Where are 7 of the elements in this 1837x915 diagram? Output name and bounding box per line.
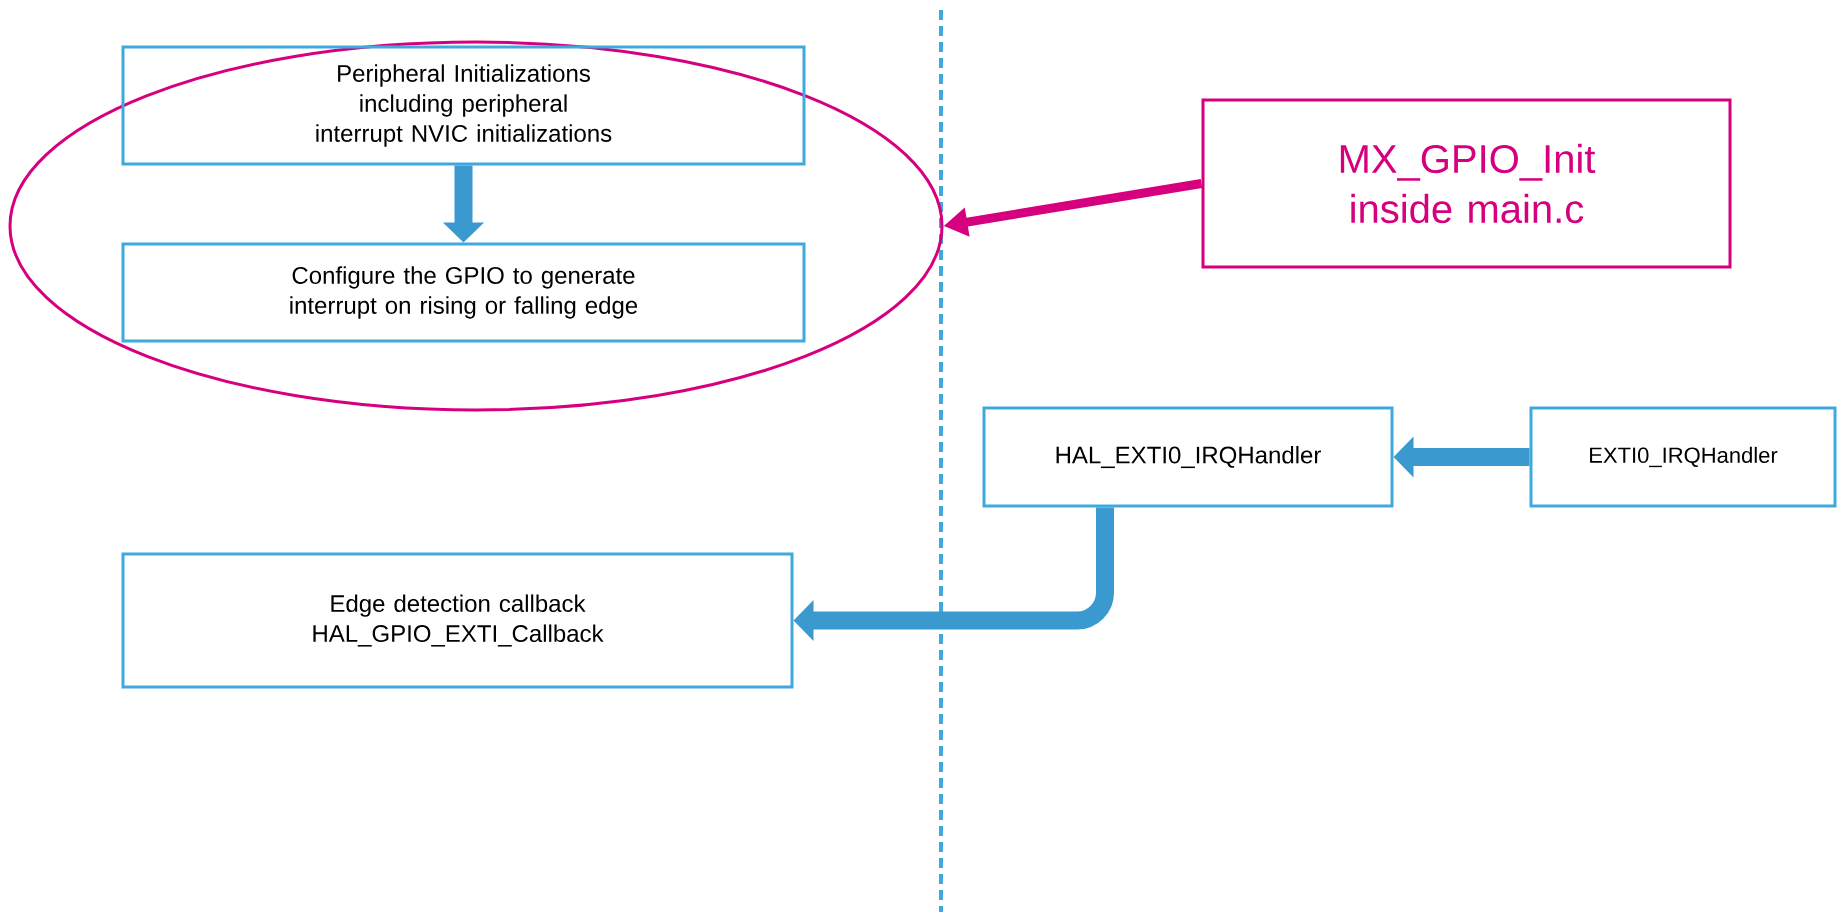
process-box: Edge detection callback HAL_GPIO_EXTI_Callback bbox=[121, 552, 794, 689]
process-box: Configure the GPIO to generate interrupt on rising or falling edge bbox=[121, 242, 806, 343]
process-box: Peripheral Initializations including peripheral interrupt NVIC initializations bbox=[121, 45, 806, 166]
process-box: HAL_EXTI0_IRQHandler bbox=[982, 406, 1394, 508]
highlight-ellipse bbox=[8, 40, 944, 412]
process-box: EXTI0_IRQHandler bbox=[1529, 406, 1837, 508]
function-box: MX_GPIO_Init inside main.c bbox=[1201, 98, 1732, 269]
